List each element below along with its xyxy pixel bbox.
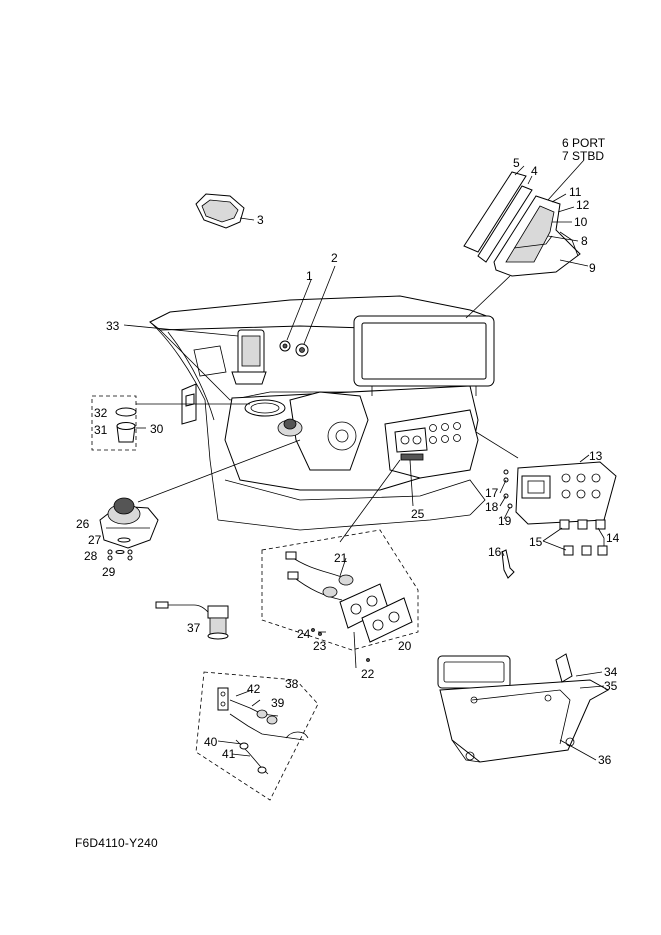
display-screen-part xyxy=(353,315,495,396)
side-label-port: 6 PORT xyxy=(562,136,606,150)
callout-40: 40 xyxy=(204,735,218,749)
callout-13: 13 xyxy=(589,449,603,463)
callout-29: 29 xyxy=(102,565,116,579)
side-label-stbd: 7 STBD xyxy=(562,149,604,163)
switch-panel-exploded xyxy=(475,431,617,579)
callout-35: 35 xyxy=(604,679,618,693)
callout-12: 12 xyxy=(576,198,590,212)
callout-16: 16 xyxy=(488,545,502,559)
callout-39: 39 xyxy=(271,696,285,710)
callout-8: 8 xyxy=(581,234,588,248)
callout-15: 15 xyxy=(529,535,543,549)
callout-34: 34 xyxy=(604,665,618,679)
callout-20: 20 xyxy=(398,639,412,653)
callout-36: 36 xyxy=(598,753,612,767)
callout-17: 17 xyxy=(485,486,499,500)
harness-plates-inset xyxy=(261,459,419,669)
callout-24: 24 xyxy=(297,627,311,641)
switch-parts xyxy=(279,340,309,357)
callout-10: 10 xyxy=(574,215,588,229)
callout-4: 4 xyxy=(531,164,538,178)
callout-18: 18 xyxy=(485,500,499,514)
cup-holder-inset xyxy=(91,395,250,451)
callout-19: 19 xyxy=(498,514,512,528)
document-code: F6D4110-Y240 xyxy=(75,836,158,850)
callout-28: 28 xyxy=(84,549,98,563)
callout-33: 33 xyxy=(106,319,120,333)
callout-32: 32 xyxy=(94,406,108,420)
rocker-switches xyxy=(559,519,608,556)
callout-2: 2 xyxy=(331,251,338,265)
callout-9: 9 xyxy=(589,261,596,275)
callout-1: 1 xyxy=(306,269,313,283)
leader-lines xyxy=(123,265,605,757)
callout-30: 30 xyxy=(150,422,164,436)
callout-23: 23 xyxy=(313,639,327,653)
callout-21: 21 xyxy=(334,551,348,565)
callout-42: 42 xyxy=(247,682,261,696)
callout-labels: 1 2 3 4 5 6 PORT 7 STBD 11 12 10 8 9 33 … xyxy=(76,136,620,767)
wiring-kit-inset xyxy=(195,671,319,801)
callout-27: 27 xyxy=(88,533,102,547)
callout-25: 25 xyxy=(411,507,425,521)
joystick-exploded xyxy=(99,439,301,561)
callout-26: 26 xyxy=(76,517,90,531)
usb-connector-part xyxy=(155,601,229,640)
callout-5: 5 xyxy=(513,156,520,170)
callout-14: 14 xyxy=(606,531,620,545)
underside-assembly xyxy=(437,653,610,763)
callout-11: 11 xyxy=(569,185,582,199)
callout-22: 22 xyxy=(361,667,375,681)
callout-37: 37 xyxy=(187,621,201,635)
callout-41: 41 xyxy=(222,747,236,761)
callout-3: 3 xyxy=(257,213,264,227)
key-fob-part xyxy=(195,193,255,229)
callout-31: 31 xyxy=(94,423,108,437)
display-assembly-exploded xyxy=(463,159,589,319)
phone-holder-part xyxy=(231,329,267,385)
callout-38: 38 xyxy=(285,677,299,691)
